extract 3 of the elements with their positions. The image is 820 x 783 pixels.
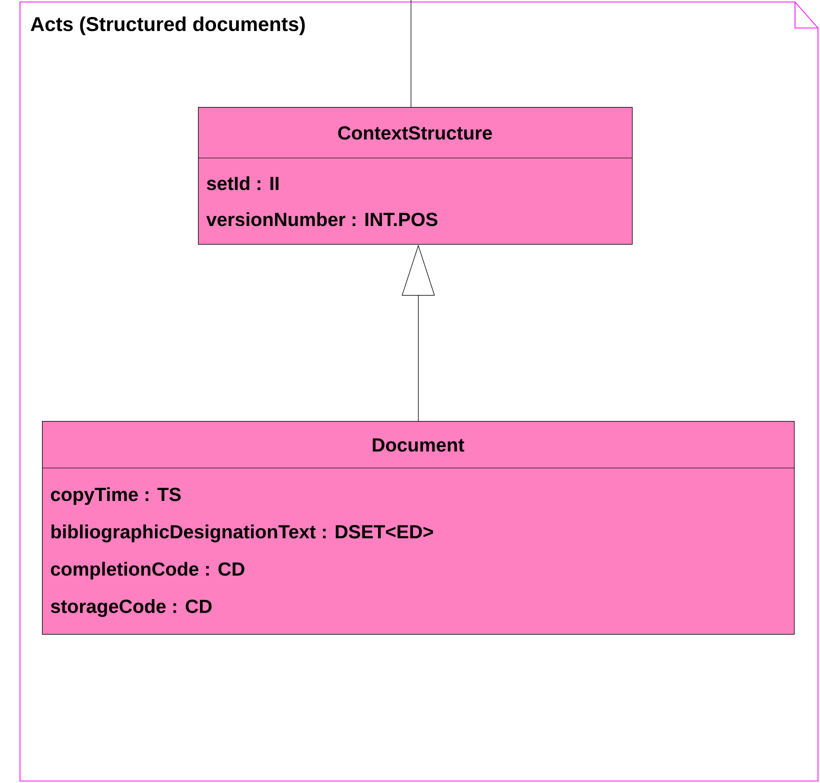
class-box: Document copyTime : TS bibliographicDesignationText : DSET<ED> completionCode : CD storageCode : CD	[42, 421, 795, 635]
connector-line	[410, 0, 412, 108]
class-box: ContextStructure setId : II versionNumber : INT.POS	[198, 107, 633, 245]
